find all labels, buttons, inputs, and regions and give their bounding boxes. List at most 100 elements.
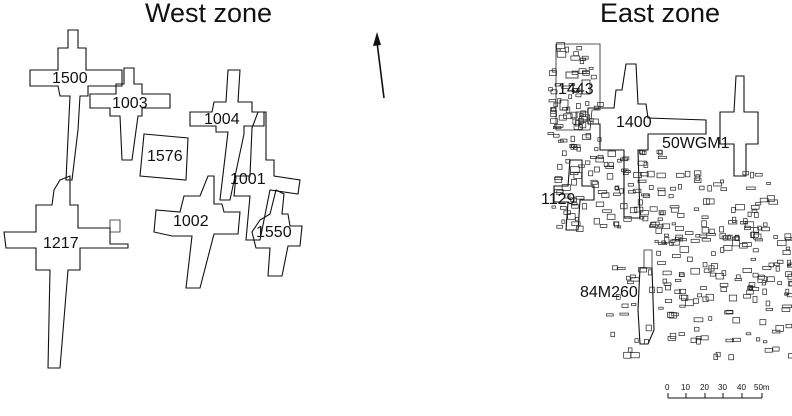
label-1217: 1217 [43, 236, 79, 252]
grave-pit [627, 276, 631, 280]
grave-pit [646, 325, 651, 331]
grave-pit [582, 56, 588, 59]
grave-pit [649, 186, 653, 190]
grave-pit [769, 200, 778, 204]
grave-pit [671, 187, 676, 190]
scale-tick-50m: 50m [754, 384, 770, 392]
grave-pit [724, 245, 732, 250]
grave-pit [628, 348, 632, 352]
grave-pit [572, 71, 578, 74]
grave-pit [557, 51, 566, 57]
grave-pit [607, 174, 613, 180]
grave-pit [732, 217, 735, 223]
grave-pit [576, 226, 583, 231]
grave-pit [774, 236, 778, 239]
grave-pit [703, 297, 708, 302]
grave-pit [549, 71, 556, 76]
grave-pit [574, 52, 579, 56]
grave-pit [617, 268, 625, 270]
grave-pit [694, 171, 701, 176]
grave-pit [700, 186, 704, 190]
grave-pit [663, 279, 667, 283]
grave-pit [607, 314, 614, 316]
grave-pit [580, 122, 586, 128]
grave-pit [702, 239, 711, 242]
grave-pit [603, 210, 612, 213]
grave-pit [620, 189, 624, 193]
grave-pit [650, 207, 657, 211]
grave-pit [758, 226, 761, 230]
grave-pit [685, 171, 690, 177]
grave-pit [659, 307, 663, 309]
grave-pit [678, 184, 681, 189]
grave-pit [762, 227, 770, 231]
grave-pit [586, 134, 590, 139]
grave-pit [562, 151, 566, 156]
grave-pit [732, 240, 739, 246]
grave-pit [786, 324, 792, 328]
grave-pit [665, 285, 670, 290]
grave-pit [557, 225, 563, 228]
grave-pit [594, 167, 599, 172]
grave-pit [586, 102, 589, 106]
grave-pit [657, 173, 665, 178]
grave-pit [766, 301, 770, 306]
grave-pit [641, 210, 649, 215]
grave-pit [756, 203, 761, 205]
grave-pit [576, 104, 580, 109]
grave-pit [670, 206, 679, 208]
grave-pit [733, 318, 740, 324]
grave-pit [753, 297, 757, 303]
grave-pit [595, 148, 599, 151]
grave-pit [622, 304, 628, 308]
grave-pit [571, 136, 575, 142]
north-arrow-icon [373, 32, 384, 98]
grave-pit [678, 213, 684, 217]
grave-pit [708, 186, 712, 192]
grave-pit [582, 135, 590, 140]
grave-pit [720, 234, 726, 239]
label-1500: 1500 [52, 71, 88, 87]
grave-pit [673, 254, 681, 257]
label-1576: 1576 [147, 149, 183, 165]
grave-pit [582, 204, 586, 209]
grave-pit [665, 299, 671, 302]
label-84m260: 84M260 [580, 285, 638, 301]
grave-pit [566, 159, 570, 163]
grave-pit [735, 278, 742, 280]
grave-pit [571, 167, 580, 173]
grave-pit [732, 208, 736, 213]
grave-pit [786, 247, 790, 250]
grave-pit [783, 250, 790, 254]
grave-pit [638, 200, 642, 205]
grave-pit [675, 279, 681, 281]
grave-pit [701, 287, 707, 290]
grave-pit [694, 208, 699, 211]
grave-pit [716, 352, 720, 356]
grave-pit [721, 288, 727, 292]
grave-pit [702, 216, 708, 219]
grave-pit [757, 338, 760, 341]
grave-pit [763, 289, 767, 295]
grave-pit [676, 226, 684, 230]
grave-pit [624, 352, 631, 358]
grave-pit [585, 161, 590, 164]
grave-pit [632, 303, 636, 305]
east-zone-title: East zone [600, 0, 720, 29]
grave-pit [760, 198, 768, 202]
scale-tick-0: 0 [665, 384, 669, 392]
label-1001: 1001 [230, 172, 266, 188]
grave-pit [703, 263, 707, 267]
scale-bar [668, 393, 762, 398]
grave-pit [691, 338, 696, 342]
grave-pit [551, 119, 558, 124]
grave-pit [688, 257, 693, 262]
grave-pit [559, 115, 566, 120]
grave-pit [755, 239, 762, 241]
grave-pit [572, 179, 577, 185]
grave-pit [680, 305, 685, 307]
grave-pit [571, 56, 580, 60]
grave-pit [549, 88, 553, 91]
grave-pit [776, 266, 779, 271]
